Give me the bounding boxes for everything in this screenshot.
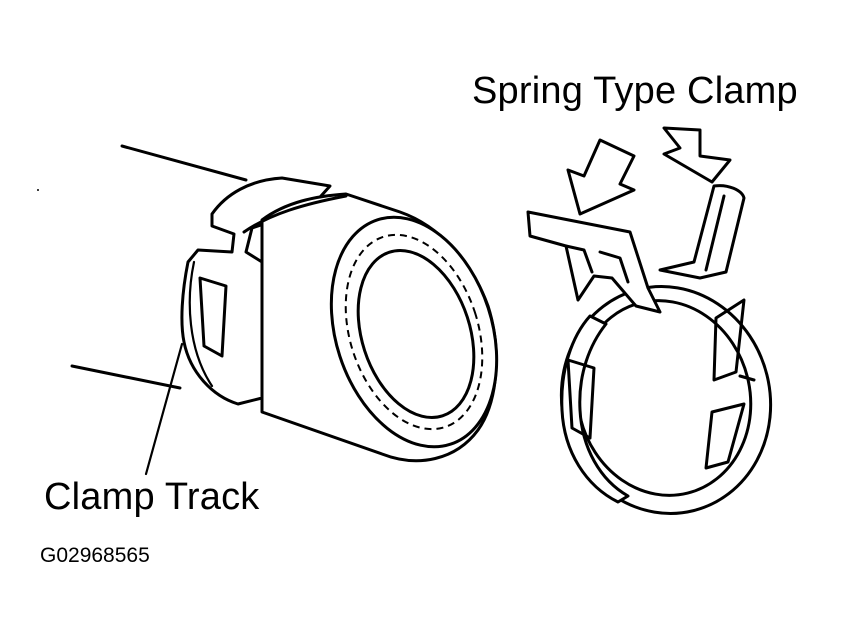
hose-inner-bore	[356, 249, 476, 419]
clamp-window-upper-right	[712, 298, 746, 382]
squeeze-arrows	[566, 126, 732, 216]
arrow-left-down-icon	[566, 138, 636, 216]
clamp-left-ear-fold	[564, 244, 594, 274]
clamp-window-left	[566, 358, 596, 440]
arrow-right-down-icon	[662, 126, 732, 184]
hose	[70, 144, 499, 463]
clamp-track-leader-line	[144, 342, 184, 476]
spring-type-clamp-label: Spring Type Clamp	[472, 70, 798, 112]
clamp-track-band	[180, 176, 332, 406]
clamp-left-ear-slot	[598, 250, 630, 284]
clamp-track-label: Clamp Track	[44, 476, 260, 518]
hose-top-edge	[120, 144, 248, 182]
figure-code: G02968565	[40, 544, 150, 567]
clamp-left-ear	[526, 210, 662, 314]
hose-end-top-rim	[242, 194, 348, 234]
clamp-track-notch	[198, 276, 228, 358]
hose-wall-dashed-line	[344, 233, 484, 431]
clamp-right-ear	[658, 184, 746, 280]
clamp-window-lower-right	[704, 402, 746, 470]
spring-type-clamp	[526, 184, 773, 515]
clamp-right-ear-edge	[704, 194, 726, 272]
hose-bottom-edge	[70, 364, 182, 390]
clamp-window-divider	[738, 374, 756, 382]
clamp-track-inner-edge	[188, 260, 214, 388]
scan-dot	[37, 189, 39, 191]
